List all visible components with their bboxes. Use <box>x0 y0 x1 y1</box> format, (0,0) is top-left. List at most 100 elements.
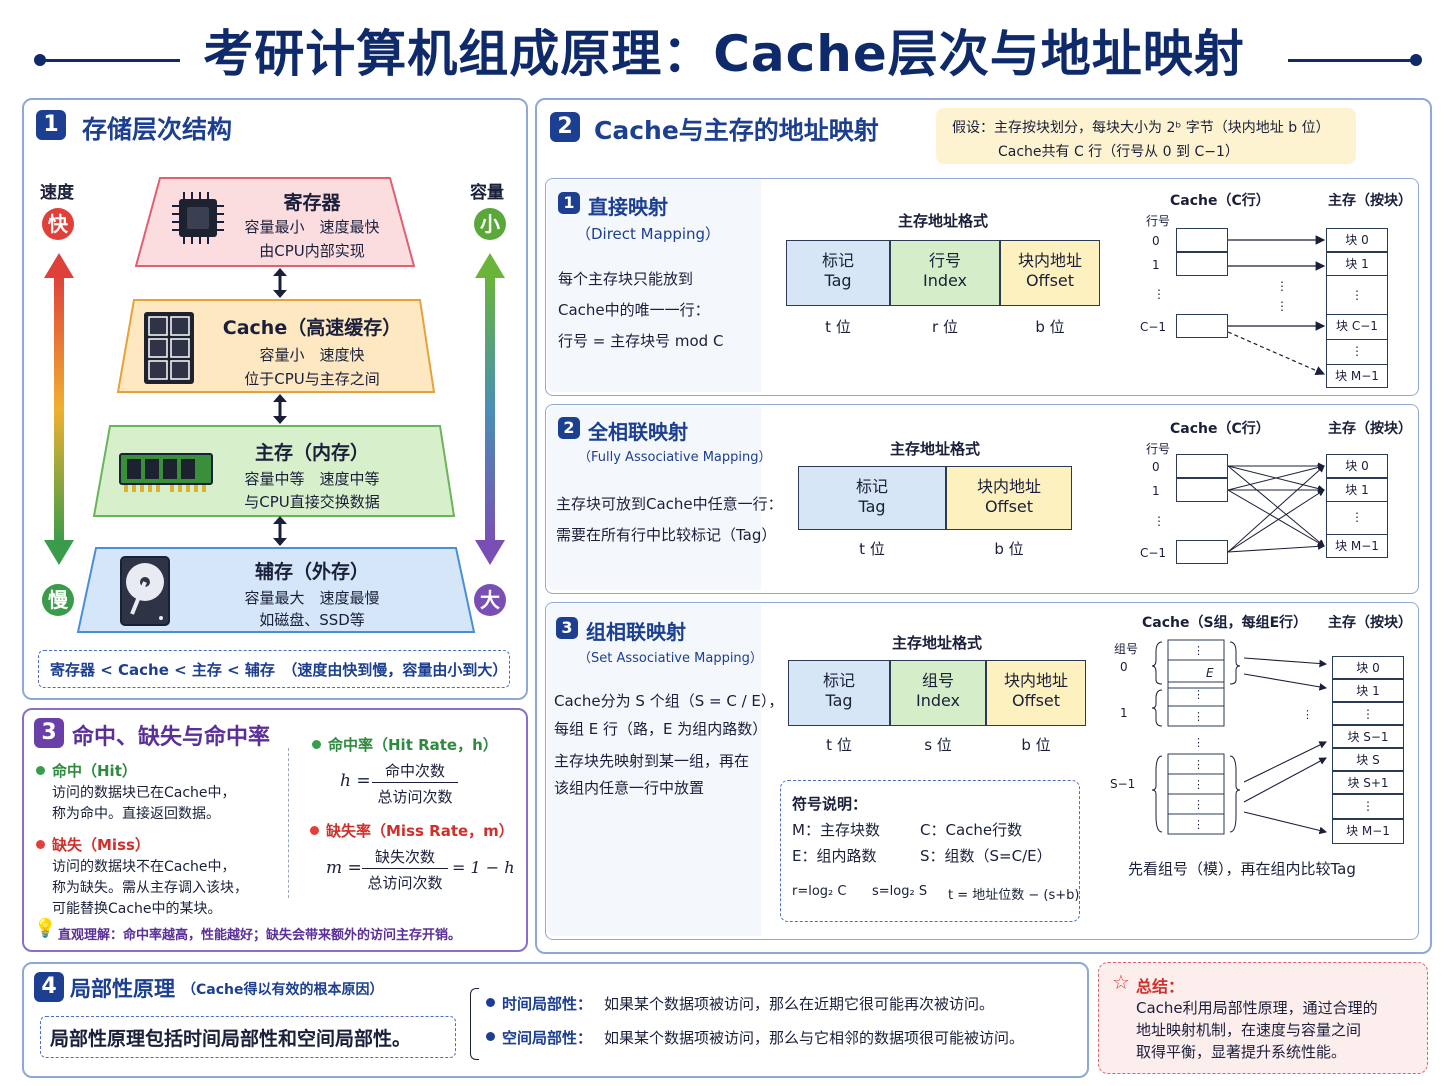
assumption-line2: Cache共有 C 行（行号从 0 到 C−1） <box>998 144 1239 160</box>
capacity-big-badge: 大 <box>474 584 506 616</box>
direct-mapping-desc2: Cache中的唯一一行： <box>558 301 710 319</box>
fully-associative-desc-bg <box>547 406 761 590</box>
direct-block-dots1: ⋮ <box>1351 288 1363 302</box>
svg-text:⋮: ⋮ <box>1193 736 1204 749</box>
fully-cache-label: Cache（C行） <box>1170 421 1270 437</box>
speed-slow-badge: 慢 <box>42 584 74 616</box>
title-left-rule <box>40 59 180 62</box>
fully-field-offset-en: Offset <box>984 497 1034 516</box>
set-field-offset-cn: 块内地址 <box>1003 671 1068 690</box>
hit-bullet <box>36 766 45 775</box>
fully-associative-desc1: 主存块可放到Cache中任意一行： <box>556 495 783 513</box>
direct-row-dots: ⋮ <box>1153 287 1165 301</box>
hit-rate-bullet <box>312 740 321 749</box>
tier-cache <box>116 299 436 393</box>
miss-rate-bullet <box>310 826 319 835</box>
section4-title: 局部性原理 <box>70 977 175 1001</box>
svg-text:⋮: ⋮ <box>1193 798 1204 811</box>
cache-grid-icon <box>144 312 194 384</box>
capacity-small-badge: 小 <box>474 208 506 240</box>
direct-offset-bits: b 位 <box>1035 318 1065 336</box>
formula-s: s=log₂ S <box>872 884 928 899</box>
cpu-chip-icon <box>172 192 224 244</box>
fully-tag-bits: t 位 <box>859 540 885 558</box>
direct-block-1: 块 1 <box>1326 252 1388 276</box>
hit-rate-tip: 直观理解：命中率越高，性能越好；缺失会带来额外的访问主存开销。 <box>58 928 462 943</box>
section4-badge: 4 <box>34 972 64 1002</box>
hit-title: 命中（Hit） <box>52 762 137 780</box>
set-associative-desc-bg <box>547 604 761 936</box>
set-offset-bits: b 位 <box>1021 736 1051 754</box>
direct-field-index-cn: 行号 <box>928 251 961 270</box>
direct-mapping-en: （Direct Mapping） <box>576 225 721 243</box>
direct-field-index-en: Index <box>922 271 968 290</box>
set-associative-desc3: 主存块先映射到某一组，再在 <box>554 752 750 770</box>
tier-main-memory-note: 与CPU直接交换数据 <box>244 493 380 511</box>
set-index-bits: s 位 <box>924 736 952 754</box>
section4-title-note: （Cache得以有效的根本原因） <box>182 982 384 998</box>
svg-text:⋮: ⋮ <box>1193 818 1204 831</box>
svg-text:⋮: ⋮ <box>1193 644 1204 657</box>
tier-secondary-desc: 容量最大 速度最慢 <box>244 589 380 607</box>
miss-desc3: 可能替换Cache中的某块。 <box>52 901 222 917</box>
fully-associative-desc2: 需要在所有行中比较标记（Tag） <box>556 526 777 544</box>
tier-main-memory-name: 主存（内存） <box>254 442 369 464</box>
speed-arrow <box>44 253 74 565</box>
set-associative-note: 先看组号（模），再在组内比较Tag <box>1128 860 1356 878</box>
fully-block-1: 块 1 <box>1326 478 1388 502</box>
set-block-dots1: ⋮ <box>1332 702 1404 725</box>
set-tag-bits: t 位 <box>826 736 852 754</box>
set-field-index-cn: 组号 <box>921 671 954 690</box>
section-locality <box>22 962 1089 1078</box>
symbol-m: M：主存块数 <box>792 821 880 839</box>
capacity-label: 容量 <box>470 183 504 203</box>
assumption-box <box>936 108 1356 164</box>
hit-rate-title: 命中率（Hit Rate，h） <box>328 736 498 754</box>
fully-block-dots: ⋮ <box>1351 510 1363 524</box>
fully-format-label: 主存地址格式 <box>889 440 980 458</box>
direct-field-offset-en: Offset <box>1025 271 1075 290</box>
hit-miss-divider <box>288 748 289 898</box>
set-associative-en: （Set Associative Mapping） <box>578 651 763 666</box>
fully-memory-label: 主存（按块） <box>1328 421 1412 437</box>
direct-field-tag-cn: 标记 <box>821 251 854 270</box>
formula-t: t = 地址位数 − (s+b) <box>948 888 1080 903</box>
fully-field-offset-cn: 块内地址 <box>976 477 1041 496</box>
fully-row-last: C−1 <box>1140 546 1167 560</box>
set-block-0: 块 0 <box>1332 656 1404 679</box>
section2-title: Cache与主存的地址映射 <box>594 116 879 145</box>
fully-row-label: 行号 <box>1146 442 1171 456</box>
direct-row-0: 0 <box>1152 234 1160 248</box>
set-associative-title: 组相联映射 <box>586 620 686 644</box>
direct-format-label: 主存地址格式 <box>897 212 988 230</box>
section3-badge: 3 <box>34 718 64 748</box>
svg-text:⋮: ⋮ <box>1193 758 1204 771</box>
direct-block-dots2: ⋮ <box>1351 344 1363 358</box>
fully-field-tag-en: Tag <box>858 497 886 516</box>
title-right-rule <box>1288 59 1418 62</box>
set-cache-label: Cache（S组，每组E行） <box>1142 615 1308 631</box>
symbol-e: E：组内路数 <box>792 847 877 865</box>
locality-definition-box <box>40 1016 456 1058</box>
section2-badge: 2 <box>550 112 580 142</box>
capacity-arrow <box>475 253 505 565</box>
symbol-legend-title: 符号说明： <box>792 795 868 813</box>
set-block-s: 块 S <box>1332 748 1404 771</box>
set-format-label: 主存地址格式 <box>891 634 982 652</box>
miss-rate-numerator: 缺失次数 <box>374 848 435 866</box>
hierarchy-summary-box <box>38 650 510 688</box>
hit-rate-lhs: h = <box>340 771 371 791</box>
direct-field-offset-cn: 块内地址 <box>1017 251 1082 270</box>
fully-row-0: 0 <box>1152 460 1160 474</box>
hit-desc1: 访问的数据块已在Cache中， <box>52 785 236 801</box>
fully-field-tag-cn: 标记 <box>855 477 888 496</box>
direct-cache-line-1 <box>1176 252 1228 276</box>
fully-block-0: 块 0 <box>1326 454 1388 478</box>
fully-mapping-arrows <box>1228 462 1325 553</box>
